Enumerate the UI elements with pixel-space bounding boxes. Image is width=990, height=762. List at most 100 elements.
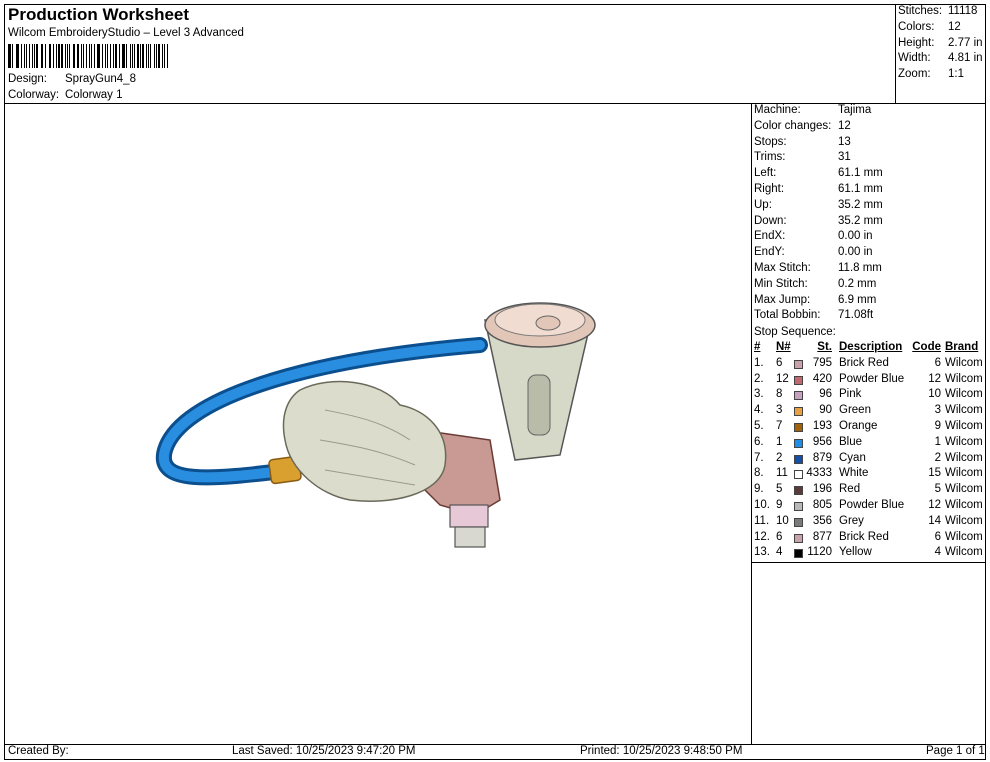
summary-label: Colors: bbox=[898, 20, 935, 33]
machine-info-row: EndX: 0.00 in bbox=[754, 230, 984, 246]
stop-num: 5. bbox=[754, 420, 764, 432]
stop-brand: Wilcom bbox=[945, 451, 983, 464]
machine-info-value: 61.1 mm bbox=[838, 167, 883, 180]
stop-code: 12 bbox=[928, 372, 941, 385]
machine-info-row: Total Bobbin:71.08ft bbox=[754, 309, 984, 325]
stop-n: 4 bbox=[776, 546, 783, 559]
stop-description: Grey bbox=[839, 514, 864, 527]
stop-n: 9 bbox=[776, 499, 783, 511]
stop-num: 1. bbox=[754, 356, 764, 369]
machine-info-label: Left: bbox=[754, 167, 777, 180]
stop-code: 15 bbox=[928, 467, 941, 480]
stop-num: 13. bbox=[754, 546, 770, 559]
machine-info-row: Machine:Tajima bbox=[754, 104, 984, 120]
machine-info-value: 0.00 in bbox=[838, 230, 873, 243]
created-by: Created By: bbox=[8, 745, 69, 757]
summary-value: 1:1 bbox=[948, 68, 964, 81]
summary-row: Colors: 12 bbox=[898, 21, 986, 37]
stop-num: 11. bbox=[754, 514, 770, 527]
summary-label: Width: bbox=[898, 52, 931, 65]
summary-value: 4.81 in bbox=[948, 52, 983, 65]
machine-info-label: Down: bbox=[754, 214, 787, 227]
colorway-label: Colorway: bbox=[8, 89, 60, 101]
color-swatch bbox=[794, 549, 803, 559]
stop-n: 10 bbox=[776, 514, 789, 527]
stop-st: 877 bbox=[812, 530, 832, 543]
stop-brand: Wilcom bbox=[945, 483, 983, 496]
stop-n: 12 bbox=[776, 372, 789, 385]
color-swatch bbox=[794, 438, 803, 448]
machine-info-label: Color changes: bbox=[754, 119, 832, 132]
machine-info-row: EndY:0.00 in bbox=[754, 246, 984, 262]
machine-info-label: Up: bbox=[754, 198, 772, 211]
stop-header-description: Description bbox=[839, 341, 903, 353]
stop-description: Powder Blue bbox=[839, 372, 905, 385]
stop-code: 3 bbox=[934, 404, 941, 417]
footer-box bbox=[4, 744, 986, 760]
machine-info-label: Right: bbox=[754, 183, 785, 195]
stop-code: 6 bbox=[934, 356, 941, 369]
stop-brand: Wilcom bbox=[945, 467, 983, 480]
summary-value: 12 bbox=[948, 20, 961, 33]
stop-st: 420 bbox=[812, 372, 832, 385]
summary-label: Zoom: bbox=[898, 68, 931, 81]
machine-info-row: Right:61.1 mm bbox=[754, 183, 984, 199]
machine-info-row: Down: 35.2 mm bbox=[754, 215, 984, 231]
summary-label: Height: bbox=[898, 36, 935, 49]
stop-brand: Wilcom bbox=[945, 404, 983, 417]
info-panel-divider bbox=[751, 562, 986, 563]
stop-description: Brick Red bbox=[839, 356, 889, 369]
color-swatch bbox=[794, 375, 803, 385]
stop-code: 4 bbox=[934, 546, 941, 559]
stop-n: 2 bbox=[776, 451, 783, 464]
stop-num: 12. bbox=[754, 530, 770, 543]
stop-st: 1120 bbox=[807, 546, 832, 559]
stop-brand: Wilcom bbox=[945, 356, 983, 369]
machine-info-label: Max Jump: bbox=[754, 293, 811, 306]
stop-st: 805 bbox=[812, 499, 832, 511]
stop-brand: Wilcom bbox=[945, 546, 983, 559]
stop-st: 96 bbox=[819, 388, 832, 401]
stop-description: White bbox=[839, 467, 869, 480]
embroidery-preview bbox=[155, 302, 596, 548]
glove bbox=[282, 380, 447, 502]
stop-st: 4333 bbox=[806, 467, 832, 480]
stop-st: 193 bbox=[812, 420, 832, 432]
machine-info-row: Left: 61.1 mm bbox=[754, 167, 984, 183]
machine-info-value: 6.9 mm bbox=[838, 293, 877, 306]
summary-label: Stitches: bbox=[898, 5, 943, 17]
color-swatch bbox=[794, 502, 803, 511]
stop-num: 7. bbox=[754, 451, 764, 464]
stop-sequence-title: Stop Sequence: bbox=[754, 326, 836, 338]
stop-brand: Wilcom bbox=[945, 530, 983, 543]
machine-info-label: Total Bobbin: bbox=[754, 309, 821, 322]
stop-brand: Wilcom bbox=[945, 499, 983, 511]
machine-info-label: EndX: bbox=[754, 230, 786, 243]
color-swatch bbox=[794, 391, 803, 401]
design-label: Design: bbox=[8, 73, 47, 85]
machine-info-value: Tajima bbox=[838, 104, 872, 116]
stop-description: Cyan bbox=[839, 451, 866, 464]
stop-code: 10 bbox=[928, 388, 941, 401]
page-number: Page 1 of 1 bbox=[926, 745, 985, 757]
stop-num: 3. bbox=[754, 388, 764, 401]
stop-brand: Wilcom bbox=[945, 435, 983, 448]
stop-code: 2 bbox=[934, 451, 941, 464]
machine-info-value: 11.8 mm bbox=[838, 262, 882, 274]
machine-info-row: Max Jump: 6.9 mm bbox=[754, 294, 984, 310]
machine-info-row: Min Stitch:0.2 mm bbox=[754, 278, 984, 294]
stop-n: 6 bbox=[776, 356, 783, 369]
summary-value: 2.77 in bbox=[948, 36, 983, 49]
machine-info-value: 35.2 mm bbox=[838, 214, 883, 227]
colorway-value: Colorway 1 bbox=[65, 89, 123, 101]
machine-info-value: 0.2 mm bbox=[838, 277, 877, 290]
stop-description: Orange bbox=[839, 420, 878, 432]
